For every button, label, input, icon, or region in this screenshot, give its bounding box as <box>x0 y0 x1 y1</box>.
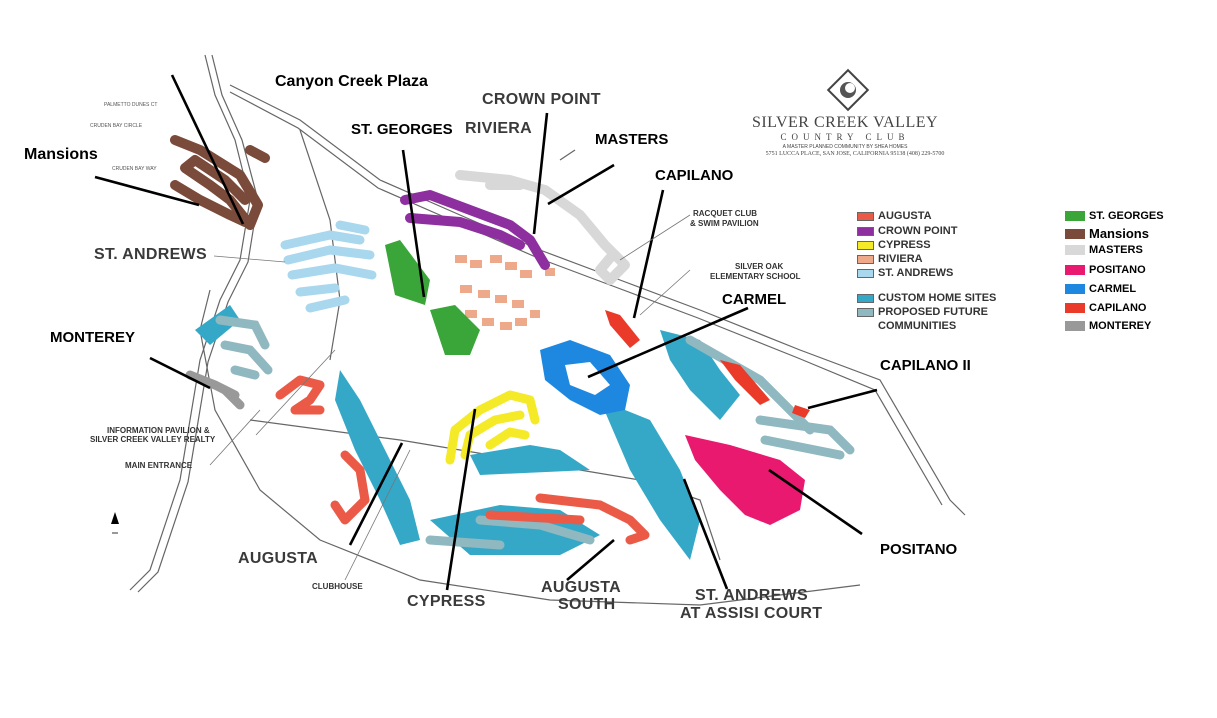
legend-item: MONTEREY <box>1065 320 1151 332</box>
monterey-area <box>185 370 245 410</box>
label-st-andrews-assisi-1: ST. ANDREWS <box>695 587 808 604</box>
label-canyon-creek-plaza: Canyon Creek Plaza <box>275 73 428 90</box>
legend-swatch <box>1065 303 1085 313</box>
legend-swatch <box>857 240 874 250</box>
compass-icon <box>111 512 119 534</box>
legend-swatch <box>857 211 874 221</box>
cypress-area <box>445 390 540 465</box>
label-swim-pavilion: & SWIM PAVILION <box>690 219 759 228</box>
label-info-pavilion: INFORMATION PAVILION & <box>107 426 210 435</box>
legend-item: ST. ANDREWS <box>857 267 953 279</box>
legend-item: CUSTOM HOME SITES <box>857 292 996 304</box>
label-crown-point: CROWN POINT <box>482 91 601 108</box>
legend-swatch <box>1065 321 1085 331</box>
label-capilano-ii: CAPILANO II <box>880 357 971 374</box>
legend-label: RIVIERA <box>878 253 923 265</box>
legend-label: ST. GEORGES <box>1089 210 1164 222</box>
positano-area <box>685 435 805 525</box>
label-masters: MASTERS <box>595 131 669 148</box>
legend-item: POSITANO <box>1065 264 1146 276</box>
label-cypress: CYPRESS <box>407 593 486 610</box>
legend-label: COMMUNITIES <box>878 320 957 332</box>
legend-item: MASTERS <box>1065 244 1143 256</box>
legend-label: ST. ANDREWS <box>878 267 954 279</box>
legend-item: CAPILANO <box>1065 302 1146 314</box>
brand-address: 5751 LUCCA PLACE, SAN JOSE, CALIFORNIA 9… <box>765 151 945 157</box>
legend-item: ST. GEORGES <box>1065 210 1164 222</box>
legend-swatch <box>1065 265 1085 275</box>
label-augusta-south-2: SOUTH <box>558 596 616 613</box>
legend-item: CROWN POINT <box>857 225 957 237</box>
brand-block: SILVER CREEK VALLEY COUNTRY CLUB A MASTE… <box>750 114 944 157</box>
masters-area <box>455 170 630 285</box>
label-augusta: AUGUSTA <box>238 550 319 567</box>
label-mansions: Mansions <box>24 146 98 163</box>
label-cruden-bay-circle: CRUDEN BAY CIRCLE <box>90 123 143 129</box>
riviera-area <box>455 255 555 330</box>
label-st-andrews: ST. ANDREWS <box>94 246 207 263</box>
legend-item: COMMUNITIES <box>878 320 956 332</box>
st-georges-area <box>385 240 480 355</box>
legend-swatch <box>1065 228 1085 239</box>
label-positano: POSITANO <box>880 541 958 558</box>
label-carmel: CARMEL <box>722 291 787 308</box>
legend-item: RIVIERA <box>857 253 923 265</box>
legend-swatch <box>1065 211 1085 221</box>
legend-item: Mansions <box>1065 226 1149 241</box>
legend-swatch <box>857 254 874 264</box>
capilano-area <box>605 310 810 418</box>
legend-swatch <box>857 293 874 303</box>
label-elementary-school: ELEMENTARY SCHOOL <box>710 272 801 281</box>
label-augusta-south-1: AUGUSTA <box>541 579 622 596</box>
legend-label: CROWN POINT <box>878 225 958 237</box>
label-realty: SILVER CREEK VALLEY REALTY <box>90 435 216 444</box>
legend-item: PROPOSED FUTURE <box>857 306 988 318</box>
label-palmetto: PALMETTO DUNES CT <box>104 102 158 108</box>
label-clubhouse: CLUBHOUSE <box>312 582 363 591</box>
brand-name: SILVER CREEK VALLEY <box>751 114 939 131</box>
brand-tagline: A MASTER PLANNED COMMUNITY BY SHEA HOMES <box>782 144 908 150</box>
legend-swatch <box>1065 284 1085 294</box>
crown-point-area <box>400 190 550 270</box>
legend-swatch <box>857 307 874 317</box>
label-racquet-club: RACQUET CLUB <box>693 209 757 218</box>
legend-swatch <box>1065 245 1085 255</box>
legend-label: CUSTOM HOME SITES <box>878 292 997 304</box>
carmel-area <box>540 340 630 415</box>
mansions-area <box>170 135 270 230</box>
label-riviera: RIVIERA <box>465 120 532 137</box>
legend-label: POSITANO <box>1089 264 1146 276</box>
legend-item: CARMEL <box>1065 283 1136 295</box>
legend-label: PROPOSED FUTURE <box>878 306 989 318</box>
label-capilano: CAPILANO <box>655 167 734 184</box>
legend-label: AUGUSTA <box>878 210 932 222</box>
legend-label: CARMEL <box>1089 283 1137 295</box>
leader-lines <box>94 74 878 591</box>
roads <box>129 54 966 606</box>
legend-item: AUGUSTA <box>857 210 932 222</box>
brand-sub: COUNTRY CLUB <box>780 132 910 142</box>
label-st-georges: ST. GEORGES <box>351 121 453 138</box>
label-main-entrance: MAIN ENTRANCE <box>125 461 193 470</box>
logo-icon <box>826 68 870 112</box>
legend-item: CYPRESS <box>857 239 931 251</box>
legend-label: CAPILANO <box>1089 302 1147 314</box>
label-monterey: MONTEREY <box>50 329 136 346</box>
label-silver-oak: SILVER OAK <box>735 262 784 271</box>
legend-label: CYPRESS <box>878 239 931 251</box>
legend-label: MASTERS <box>1089 244 1143 256</box>
legend-label: Mansions <box>1089 226 1149 241</box>
label-cruden-bay-way: CRUDEN BAY WAY <box>112 166 157 172</box>
legend-label: MONTEREY <box>1089 320 1152 332</box>
legend-swatch <box>857 226 874 236</box>
thin-leaders <box>209 214 691 581</box>
st-andrews-area <box>280 220 377 313</box>
legend-swatch <box>857 268 874 278</box>
label-st-andrews-assisi-2: AT ASSISI COURT <box>680 605 823 622</box>
augusta-area <box>275 375 650 545</box>
